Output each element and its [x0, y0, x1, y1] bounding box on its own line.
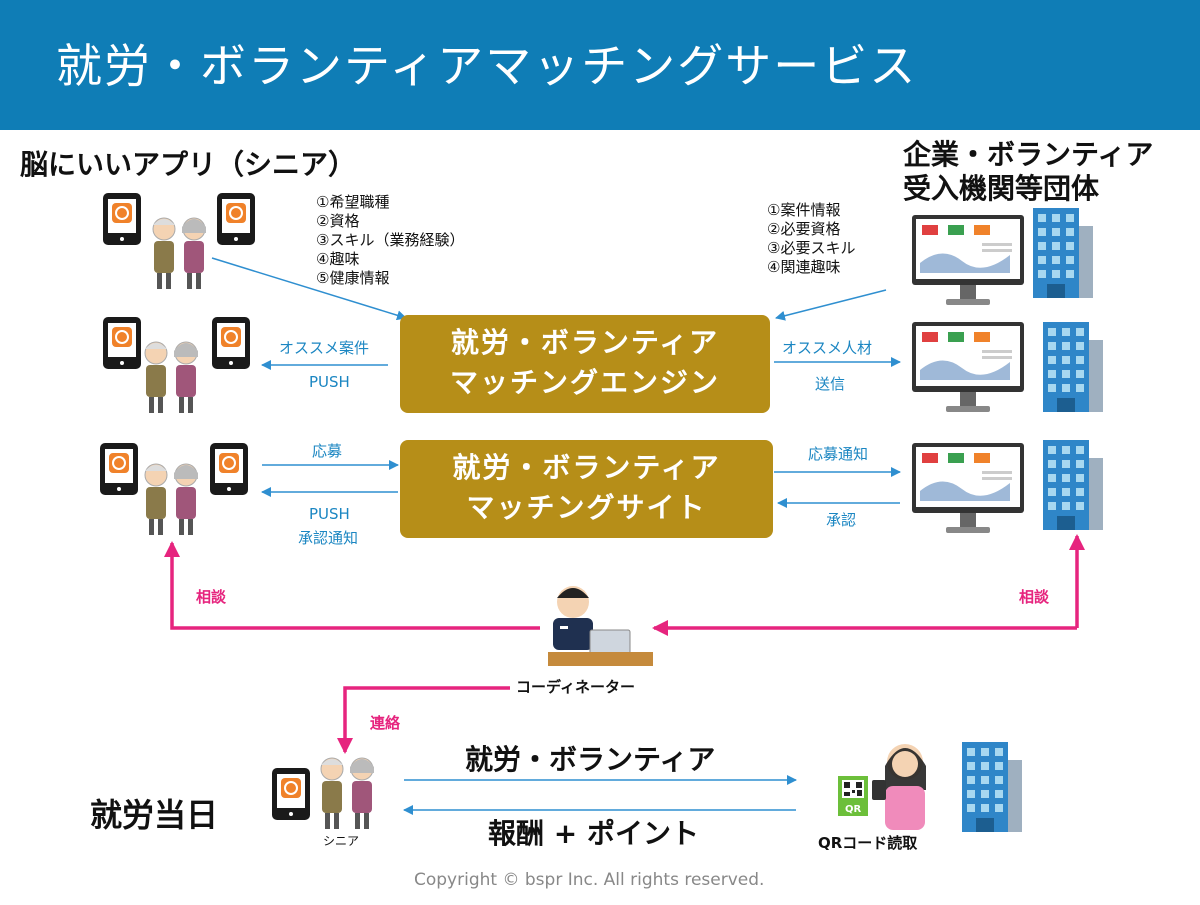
flow-reward-label: 報酬 + ポイント	[488, 817, 699, 850]
company-info-item: ③必要スキル	[767, 239, 856, 257]
label-approval-notice: 承認通知	[298, 529, 359, 547]
arrow-consult-left	[164, 541, 540, 630]
coordinator-label: コーディネーター	[516, 678, 635, 696]
company-heading-line2: 受入機関等団体	[903, 172, 1100, 205]
label-contact: 連絡	[370, 714, 401, 732]
label-push-1: PUSH	[309, 373, 350, 391]
company-illustration-3	[912, 440, 1103, 533]
senior-info-item: ①希望職種	[316, 193, 390, 211]
senior-info-item: ⑤健康情報	[316, 269, 390, 287]
senior-info-item: ②資格	[316, 212, 360, 230]
matching-site-box: 就労・ボランティア マッチングサイト	[400, 440, 773, 538]
arrow-contact	[337, 686, 510, 754]
copyright: Copyright © bspr Inc. All rights reserve…	[414, 870, 765, 890]
qr-reader-illustration: QR	[838, 744, 926, 830]
company-heading-line1: 企業・ボランティア	[903, 138, 1154, 171]
company-info-list: ①案件情報 ②必要資格 ③必要スキル ④関連趣味	[767, 201, 855, 277]
coordinator-illustration	[548, 586, 653, 666]
senior-day-illustration	[271, 757, 375, 830]
senior-app-illustration-2	[102, 316, 251, 414]
senior-app-illustration-3	[99, 442, 249, 536]
company-info-item: ①案件情報	[767, 201, 841, 219]
label-recommended-jobs: オススメ案件	[279, 339, 370, 357]
header-bar	[0, 0, 1200, 130]
work-day-label: 就労当日	[90, 796, 219, 834]
senior-app-illustration-1	[102, 192, 256, 290]
page-title: 就労・ボランティアマッチングサービス	[56, 39, 918, 93]
senior-info-list: ①希望職種 ②資格 ③スキル（業務経験） ④趣味 ⑤健康情報	[316, 193, 464, 288]
label-consult-left: 相談	[196, 588, 227, 606]
label-send: 送信	[815, 375, 846, 393]
arrow-senior-to-engine	[211, 257, 407, 321]
company-illustration-1	[912, 208, 1093, 305]
engine-line1: 就労・ボランティア	[450, 326, 720, 359]
label-consult-right: 相談	[1019, 588, 1050, 606]
shop-building-icon	[962, 742, 1022, 832]
label-recommended-talent: オススメ人材	[782, 339, 873, 357]
label-push-2: PUSH	[309, 505, 350, 523]
company-info-item: ④関連趣味	[767, 258, 841, 276]
flow-work-label: 就労・ボランティア	[465, 743, 716, 776]
arrow-company-to-engine	[775, 289, 887, 321]
qr-badge-text: QR	[845, 804, 862, 815]
label-apply-notice: 応募通知	[808, 445, 869, 463]
senior-info-item: ④趣味	[316, 250, 360, 268]
label-approval: 承認	[826, 511, 857, 529]
site-line2: マッチングサイト	[466, 491, 707, 524]
senior-label: シニア	[323, 834, 360, 848]
qr-reader-label: QRコード読取	[818, 834, 918, 852]
matching-engine-box: 就労・ボランティア マッチングエンジン	[400, 315, 770, 413]
label-apply: 応募	[312, 442, 343, 460]
engine-line2: マッチングエンジン	[449, 366, 720, 399]
company-illustration-2	[912, 322, 1103, 412]
site-line1: 就労・ボランティア	[452, 451, 721, 484]
senior-app-heading: 脳にいいアプリ（シニア）	[20, 148, 357, 181]
senior-info-item: ③スキル（業務経験）	[316, 231, 465, 249]
company-info-item: ②必要資格	[767, 220, 841, 238]
